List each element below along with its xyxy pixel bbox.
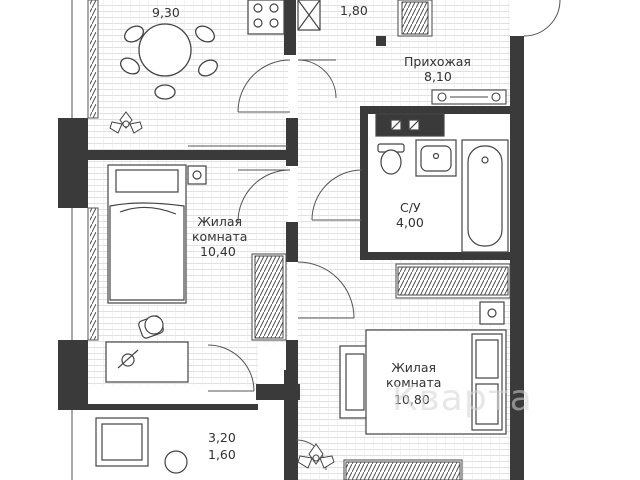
bed-right [339, 301, 507, 435]
closet-area: 1,80 [340, 3, 368, 18]
hall-area: 8,10 [424, 69, 452, 84]
kitchen-area: 9,30 [152, 5, 180, 20]
watermark: Кварта [392, 378, 533, 419]
radiator [431, 89, 507, 105]
hall-name: Прихожая [404, 54, 471, 69]
living2-area: 10,80 [394, 392, 430, 407]
dining-table [120, 23, 218, 100]
living1-area: 10,40 [200, 244, 236, 259]
bath-area: 4,00 [396, 215, 424, 230]
living1-name: Жилая комната [192, 214, 247, 244]
living2-name: Жилая комната [386, 360, 441, 390]
walls [58, 0, 524, 480]
stove [247, 0, 285, 35]
bathroom-fixtures [375, 113, 509, 253]
plant-bedroom [297, 443, 335, 469]
bath-name: С/У [400, 200, 421, 215]
bed-left [107, 164, 207, 304]
balcony-area-2: 1,60 [208, 447, 236, 462]
plant-kitchen [109, 111, 143, 134]
balcony-area-1: 3,20 [208, 430, 236, 445]
wardrobes [251, 0, 511, 480]
desk-left [105, 315, 189, 383]
left-windows [71, 0, 99, 480]
living1-name-text: Жилая комната [192, 214, 248, 244]
closet-door-cross [297, 0, 321, 31]
balcony-furniture [95, 417, 188, 474]
living2-name-text: Жилая комната [386, 360, 442, 390]
